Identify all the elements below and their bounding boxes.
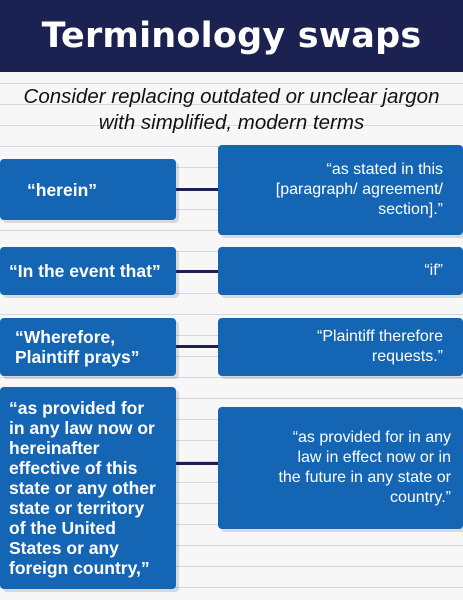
old-term-box: “as provided for in any law now or herei…	[0, 387, 176, 589]
page-title: Terminology swaps	[0, 0, 463, 72]
new-term-line: “as stated in this	[326, 161, 444, 178]
new-term-line: the future in any state or	[278, 469, 451, 486]
old-term-line: “Wherefore,	[15, 327, 116, 347]
new-term-line: “Plaintiff therefore	[317, 328, 443, 345]
old-term-box: “herein”	[0, 159, 176, 220]
new-term-line: [paragraph/ agreement/	[275, 181, 443, 198]
old-term-line: States or any	[9, 538, 119, 558]
new-term-line: “as provided for in any	[292, 429, 451, 446]
new-term-line: law in effect now or in	[297, 449, 451, 466]
new-term-line: requests.”	[371, 348, 443, 365]
old-term-line: foreign country,”	[9, 558, 150, 578]
new-term-box: “as provided for in any law in effect no…	[218, 407, 463, 529]
new-term-box: “Plaintiff therefore requests.”	[218, 318, 463, 376]
old-term-line: in any law now or	[9, 418, 155, 438]
new-term-box: “if”	[218, 247, 463, 295]
old-term-line: effective of this	[9, 458, 138, 478]
old-term-line: state or any other	[9, 478, 156, 498]
subtitle-line: Consider replacing outdated or unclear j…	[23, 85, 440, 108]
old-term-line: state or territory	[9, 498, 145, 518]
new-term-line: “if”	[424, 262, 443, 279]
subtitle-line: with simplified, modern terms	[98, 111, 365, 134]
old-term-line: of the United	[9, 518, 116, 538]
subtitle: Consider replacing outdated or unclear j…	[0, 84, 463, 136]
old-term-line: “In the event that”	[9, 261, 161, 281]
old-term-line: “as provided for	[9, 398, 145, 418]
new-term-line: section].”	[378, 201, 443, 218]
connector-line	[176, 270, 218, 273]
old-term-box: “In the event that”	[0, 247, 176, 295]
connector-line	[176, 345, 218, 348]
connector-line	[176, 188, 218, 191]
old-term-line: Plaintiff prays”	[15, 347, 140, 367]
old-term-line: “herein”	[27, 179, 98, 200]
new-term-box: “as stated in this [paragraph/ agreement…	[218, 145, 463, 235]
new-term-line: country.”	[389, 489, 451, 506]
old-term-line: hereinafter	[9, 438, 100, 458]
connector-line	[176, 462, 218, 465]
old-term-box: “Wherefore, Plaintiff prays”	[0, 318, 176, 376]
